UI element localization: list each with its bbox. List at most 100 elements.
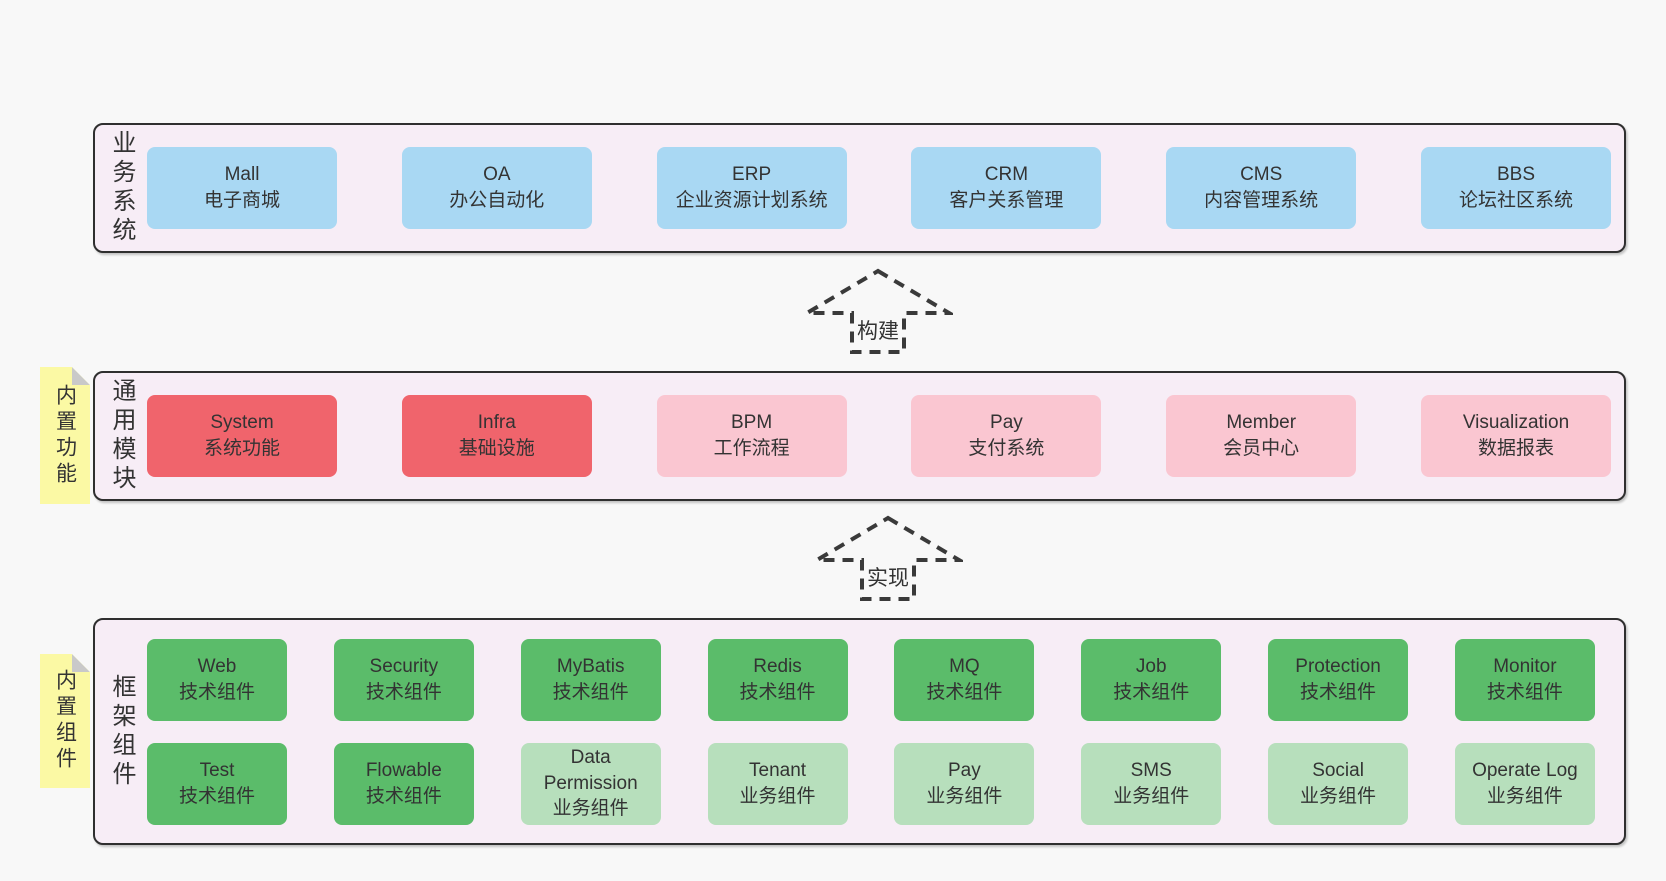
- module-subtitle: 系统功能: [203, 438, 280, 459]
- box-operate-log: Operate Log 业务组件: [1454, 742, 1595, 825]
- module-subtitle: 工作流程: [713, 438, 790, 459]
- box-security: Security 技术组件: [333, 638, 474, 721]
- arrow-label: 构建: [857, 320, 899, 343]
- module-name: Pay: [948, 759, 981, 781]
- folded-corner-icon: [72, 654, 90, 672]
- up-arrow-icon: [813, 515, 963, 601]
- module-subtitle: 业务组件: [739, 785, 816, 807]
- box-data-permission: Data Permission 业务组件: [520, 742, 661, 825]
- box-monitor: Monitor 技术组件: [1454, 638, 1595, 721]
- box-bpm: BPM 工作流程: [656, 395, 847, 477]
- module-name: Visualization: [1462, 412, 1570, 434]
- module-subtitle: 电子商城: [203, 190, 280, 211]
- module-name: CMS: [1240, 164, 1283, 186]
- sticky-note-builtin-features: 内置功能: [40, 367, 90, 504]
- module-name: ERP: [732, 164, 772, 186]
- band-label: 框架组件: [95, 620, 147, 843]
- box-redis: Redis 技术组件: [707, 638, 848, 721]
- implement-arrow: 实现: [813, 514, 963, 602]
- box-bbs: BBS 论坛社区系统: [1420, 147, 1611, 229]
- box-crm: CRM 客户关系管理: [911, 147, 1102, 229]
- module-subtitle: 数据报表: [1477, 438, 1554, 459]
- module-name: Pay: [990, 412, 1023, 434]
- band-label: 业务系统: [95, 125, 147, 251]
- module-subtitle: 业务组件: [926, 785, 1003, 807]
- band-label: 通用模块: [95, 373, 147, 499]
- box-job: Job 技术组件: [1081, 638, 1222, 721]
- module-name: Redis: [753, 655, 802, 677]
- module-name: BPM: [731, 412, 773, 434]
- module-subtitle: 技术组件: [178, 785, 255, 807]
- module-name: Mall: [224, 164, 260, 186]
- module-name: Security: [369, 655, 439, 677]
- module-name: Tenant: [749, 759, 807, 781]
- box-mybatis: MyBatis 技术组件: [520, 638, 661, 721]
- module-name: Flowable: [365, 759, 442, 781]
- box-infra: Infra 基础设施: [401, 395, 592, 477]
- module-name: Job: [1135, 655, 1167, 677]
- module-name: Social: [1312, 759, 1364, 781]
- module-subtitle: 技术组件: [739, 681, 816, 703]
- module-name: SMS: [1130, 759, 1172, 781]
- up-arrow-icon: [803, 268, 953, 354]
- module-name: OA: [483, 164, 511, 186]
- module-subtitle: 技术组件: [926, 681, 1003, 703]
- folded-corner-icon: [72, 367, 90, 385]
- module-name: Web: [197, 655, 237, 677]
- box-pay-biz: Pay 业务组件: [894, 742, 1035, 825]
- sticky-note-builtin-components: 内置组件: [40, 654, 90, 788]
- module-subtitle: 技术组件: [365, 681, 442, 703]
- band-components-rows: Web 技术组件 Security 技术组件 MyBatis 技术组件 Redi…: [147, 620, 1624, 843]
- box-web: Web 技术组件: [147, 638, 287, 721]
- module-subtitle: 企业资源计划系统: [675, 190, 828, 211]
- module-name: Member: [1226, 412, 1297, 434]
- module-subtitle: 基础设施: [458, 438, 535, 459]
- box-tenant: Tenant 业务组件: [707, 742, 848, 825]
- module-subtitle: 技术组件: [178, 681, 255, 703]
- module-subtitle: 技术组件: [1486, 681, 1563, 703]
- module-subtitle: 会员中心: [1223, 438, 1300, 459]
- box-visualization: Visualization 数据报表: [1420, 395, 1611, 477]
- arrow-label: 实现: [867, 567, 909, 590]
- module-subtitle: 论坛社区系统: [1458, 190, 1573, 211]
- band-label-text: 框架组件: [108, 673, 135, 790]
- box-member: Member 会员中心: [1166, 395, 1357, 477]
- module-subtitle: 业务组件: [1300, 785, 1377, 807]
- module-subtitle: 技术组件: [365, 785, 442, 807]
- box-protection: Protection 技术组件: [1268, 638, 1409, 721]
- module-name: Operate Log: [1472, 759, 1578, 781]
- box-pay: Pay 支付系统: [911, 395, 1102, 477]
- module-name: MyBatis: [556, 655, 625, 677]
- module-name: Data Permission: [543, 747, 638, 794]
- box-oa: OA 办公自动化: [401, 147, 592, 229]
- module-subtitle: 客户关系管理: [949, 190, 1064, 211]
- box-flowable: Flowable 技术组件: [333, 742, 474, 825]
- components-row-1: Web 技术组件 Security 技术组件 MyBatis 技术组件 Redi…: [147, 638, 1595, 721]
- box-mq: MQ 技术组件: [894, 638, 1035, 721]
- box-erp: ERP 企业资源计划系统: [656, 147, 847, 229]
- box-cms: CMS 内容管理系统: [1166, 147, 1357, 229]
- module-subtitle: 技术组件: [1300, 681, 1377, 703]
- box-mall: Mall 电子商城: [147, 147, 337, 229]
- box-test: Test 技术组件: [147, 742, 287, 825]
- module-name: BBS: [1496, 164, 1535, 186]
- module-subtitle: 业务组件: [1486, 785, 1563, 807]
- box-system: System 系统功能: [147, 395, 337, 477]
- module-name: MQ: [949, 655, 980, 677]
- band-label-text: 业务系统: [108, 130, 135, 246]
- module-name: Infra: [477, 412, 516, 434]
- module-subtitle: 内容管理系统: [1204, 190, 1319, 211]
- band-modules-boxes: System 系统功能 Infra 基础设施 BPM 工作流程 Pay 支付系统…: [147, 373, 1624, 499]
- module-subtitle: 业务组件: [552, 798, 629, 820]
- band-framework-components: 框架组件 Web 技术组件 Security 技术组件 MyBatis 技术组件…: [93, 618, 1626, 845]
- module-subtitle: 业务组件: [1113, 785, 1190, 807]
- module-subtitle: 技术组件: [552, 681, 629, 703]
- sticky-label: 内置组件: [53, 669, 77, 773]
- band-label-text: 通用模块: [108, 378, 135, 494]
- band-business-boxes: Mall 电子商城 OA 办公自动化 ERP 企业资源计划系统 CRM 客户关系…: [147, 125, 1624, 251]
- module-name: Protection: [1295, 655, 1381, 677]
- module-name: Test: [199, 759, 235, 781]
- module-subtitle: 办公自动化: [449, 190, 545, 211]
- module-subtitle: 支付系统: [968, 438, 1045, 459]
